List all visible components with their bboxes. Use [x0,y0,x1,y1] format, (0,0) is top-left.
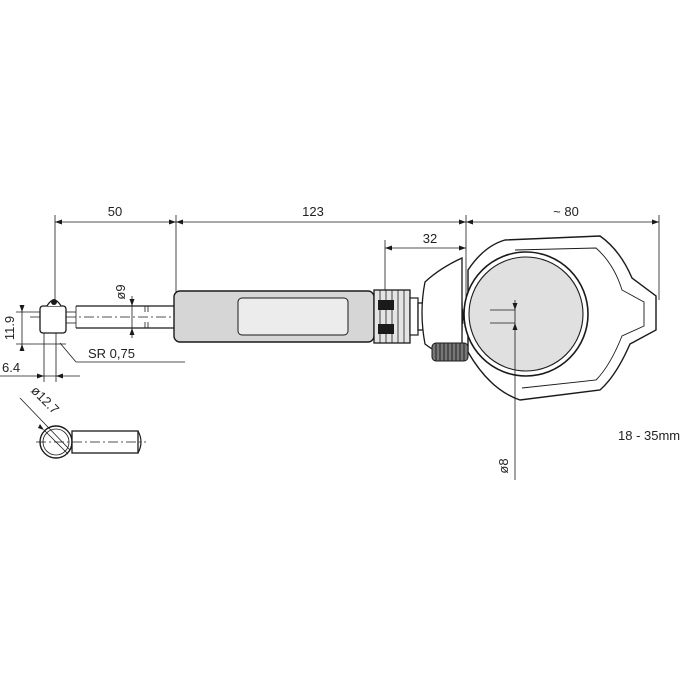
dimension-50: 50 [108,204,122,219]
probe-head [39,299,76,334]
dial-housing [421,235,657,401]
probe-handle [173,290,375,343]
dimension-left-lines [0,305,185,382]
dimension-80: ~ 80 [553,204,579,219]
probe-shaft [75,305,176,329]
clamp-nut [373,289,419,344]
dimension-32: 32 [423,231,437,246]
dimension-chain-top [54,215,660,300]
dimension-dia9: ø9 [113,284,128,299]
dimension-dia8-lines [490,300,518,480]
dimension-dia9-arrows [129,296,135,338]
dimension-6-4: 6.4 [2,360,20,375]
dimension-11-9: 11.9 [2,316,17,340]
dimension-dia8: ø8 [496,458,511,473]
knurled-screw [431,342,469,362]
detail-view [19,397,146,459]
measuring-range-label: 18 - 35mm [618,428,680,443]
dimension-radius: SR 0,75 [88,346,135,361]
dimension-123: 123 [302,204,324,219]
